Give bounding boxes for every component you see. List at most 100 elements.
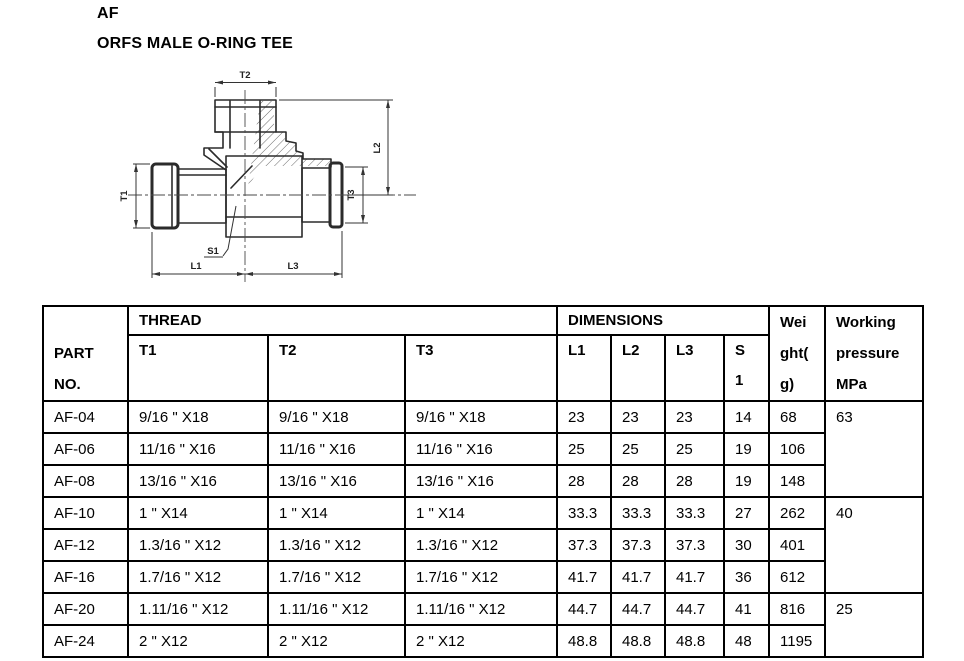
fitting-outline [150,99,344,238]
header-weight-line: Wei [780,314,807,331]
cell-weight: 262 [768,496,827,530]
spec-table: PART NO. THREAD DIMENSIONS Wei ght( g) W… [42,305,925,658]
cell-t1: 13/16 " X16 [127,464,269,498]
cell-weight: 1195 [768,624,827,658]
dimension-arrows [134,80,390,276]
header-l3: L3 [664,333,725,403]
cell-t2: 11/16 " X16 [267,432,406,466]
header-weight: Wei ght( g) [768,305,827,402]
technical-drawing: T2 T1 L2 T3 L1 L3 S1 [119,70,416,282]
cell-t2: 1 " X14 [267,496,406,530]
dim-label-t2: T2 [239,70,250,81]
cell-l1: 25 [556,432,612,466]
cell-pressure: 40 [824,496,925,594]
cell-t1: 1.3/16 " X12 [127,528,269,562]
table-row: AF-10 1 " X14 1 " X14 1 " X14 33.3 33.3 … [42,496,925,594]
table-row: AF-12 1.3/16 " X12 1.3/16 " X12 1.3/16 "… [42,528,923,562]
cell-l2: 23 [610,400,666,434]
cell-l2: 37.3 [610,528,666,562]
header-pressure-line: pressure [836,345,900,362]
header-t1: T1 [127,333,269,403]
cell-l2: 41.7 [610,560,666,594]
cell-s1: 48 [722,624,771,658]
cell-l3: 44.7 [664,592,725,626]
cell-weight: 68 [768,400,827,434]
cell-l2: 48.8 [610,624,666,658]
page-subtitle: ORFS MALE O-RING TEE [97,35,293,52]
cell-t3: 2 " X12 [404,624,558,658]
header-s1: S 1 [722,333,771,403]
dim-label-t1: T1 [119,190,130,202]
header-t2: T2 [267,333,406,403]
header-weight-line: ght( [780,345,809,362]
header-s1-line: S [735,341,746,359]
page-title: AF [97,5,119,22]
cell-t2: 13/16 " X16 [267,464,406,498]
cell-l3: 48.8 [664,624,725,658]
table-row: AF-06 11/16 " X16 11/16 " X16 11/16 " X1… [42,432,923,466]
cell-t3: 13/16 " X16 [404,464,558,498]
cell-s1: 41 [722,592,771,626]
header-thread-group: THREAD [127,305,558,336]
cell-t2: 1.7/16 " X12 [267,560,406,594]
dim-label-l1: L1 [190,261,202,272]
section-hatch [248,101,331,187]
cell-s1: 30 [722,528,771,562]
cell-l1: 28 [556,464,612,498]
cell-l3: 33.3 [664,496,725,530]
table-row: AF-20 1.11/16 " X12 1.11/16 " X12 1.11/1… [42,592,925,658]
table-row: AF-24 2 " X12 2 " X12 2 " X12 48.8 48.8 … [42,624,923,658]
dim-label-l2: L2 [372,142,383,153]
header-dimensions-group: DIMENSIONS [555,305,771,336]
cell-t2: 1.11/16 " X12 [267,592,406,626]
page-header: AF ORFS MALE O-RING TEE [97,4,293,53]
cell-part: AF-06 [42,432,129,466]
cell-pressure: 63 [824,400,925,498]
cell-t1: 1.7/16 " X12 [127,560,269,594]
cell-t3: 1.3/16 " X12 [404,528,558,562]
cell-t1: 1 " X14 [127,496,269,530]
cell-t3: 1 " X14 [404,496,558,530]
table-row: AF-16 1.7/16 " X12 1.7/16 " X12 1.7/16 "… [42,560,923,594]
cell-pressure: 25 [824,592,925,658]
cell-l2: 28 [610,464,666,498]
header-l1: L1 [556,333,612,403]
table-row: AF-08 13/16 " X16 13/16 " X16 13/16 " X1… [42,464,923,498]
cell-weight: 816 [768,592,827,626]
cell-weight: 148 [768,464,827,498]
cell-s1: 14 [722,400,771,434]
cell-l2: 33.3 [610,496,666,530]
cell-s1: 19 [722,464,771,498]
header-working-pressure: Working pressure MPa [824,305,925,402]
cell-weight: 106 [768,432,827,466]
cell-s1: 36 [722,560,771,594]
cell-l1: 23 [556,400,612,434]
cell-weight: 612 [768,560,827,594]
header-s1-line: 1 [735,371,744,389]
cell-l1: 48.8 [556,624,612,658]
cell-part: AF-10 [42,496,129,530]
cell-t2: 2 " X12 [267,624,406,658]
cell-l1: 37.3 [556,528,612,562]
cell-l3: 23 [664,400,725,434]
cell-l3: 41.7 [664,560,725,594]
header-part-line: PART [54,345,94,362]
cell-l3: 37.3 [664,528,725,562]
cell-t3: 1.7/16 " X12 [404,560,558,594]
cell-l1: 44.7 [556,592,612,626]
cell-l2: 25 [610,432,666,466]
dim-label-s1: S1 [207,246,219,257]
cell-t2: 1.3/16 " X12 [267,528,406,562]
cell-t1: 2 " X12 [127,624,269,658]
dim-label-l3: L3 [287,261,298,272]
cell-weight: 401 [768,528,827,562]
header-weight-line: g) [780,376,795,393]
cell-t3: 1.11/16 " X12 [404,592,558,626]
header-t3: T3 [404,333,558,403]
cell-t1: 11/16 " X16 [127,432,269,466]
cell-t3: 9/16 " X18 [404,400,558,434]
header-pressure-line: MPa [836,376,867,393]
cell-t2: 9/16 " X18 [267,400,406,434]
dimension-lines [133,82,393,278]
